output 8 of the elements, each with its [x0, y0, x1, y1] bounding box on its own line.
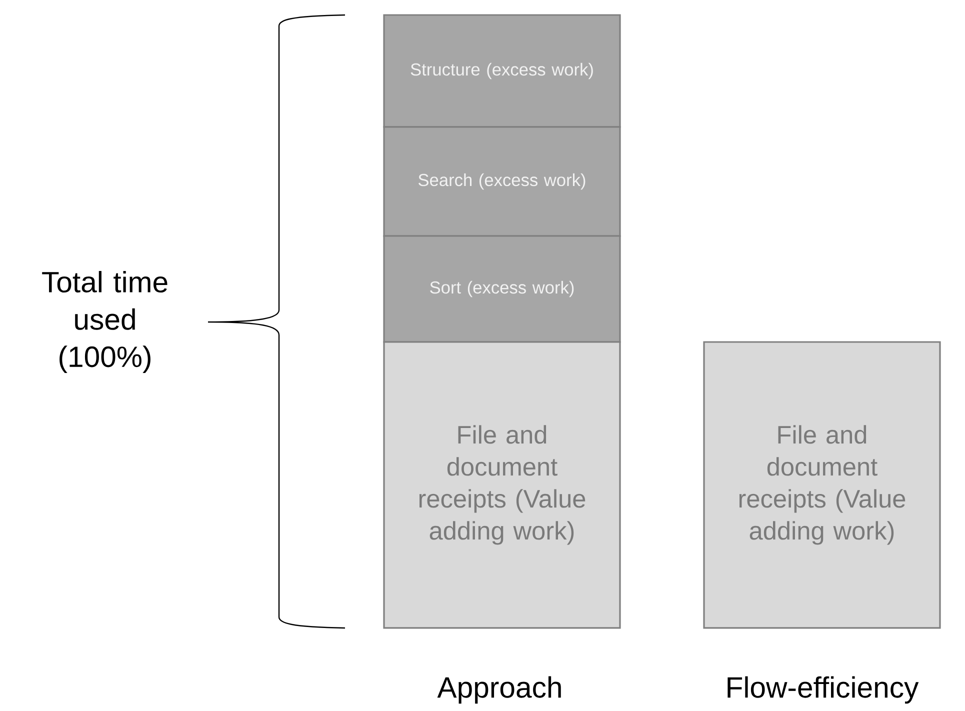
brace-label: Total time used (100%) [42, 270, 168, 373]
excess-work-block: Sort (excess work) [383, 235, 621, 343]
column-label: Flow-efficiency [728, 676, 919, 704]
excess-work-block: Structure (excess work) [383, 14, 621, 128]
column-label: Approach [437, 676, 561, 704]
excess-work-block: Search (excess work) [383, 126, 621, 237]
value-adding-block: File and document receipts (Value adding work) [703, 341, 941, 629]
value-adding-block: File and document receipts (Value adding work) [383, 341, 621, 629]
